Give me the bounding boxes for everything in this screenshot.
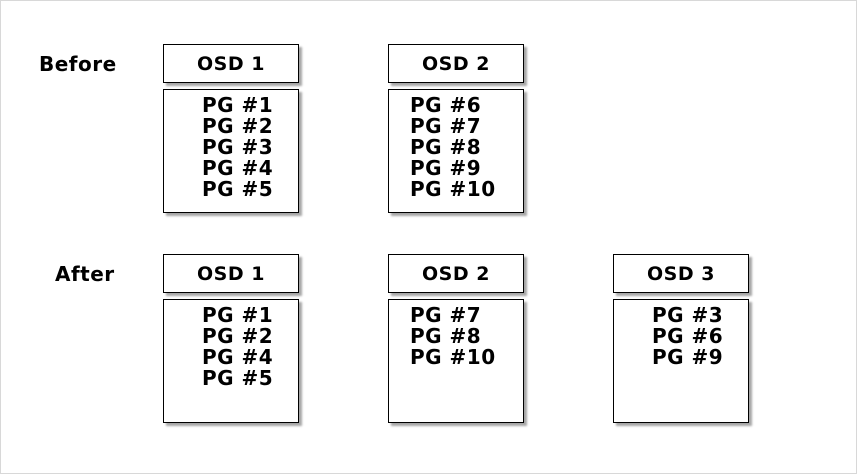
before-osd-2-pg-list: PG #6 PG #7 PG #8 PG #9 PG #10 (388, 89, 524, 213)
pg-item: PG #4 (202, 345, 274, 369)
before-osd-1-pg-list: PG #1 PG #2 PG #3 PG #4 PG #5 (163, 89, 299, 213)
pg-item: PG #9 (652, 345, 724, 369)
before-osd-2-header: OSD 2 (388, 44, 524, 83)
pg-item: PG #2 (202, 114, 274, 138)
after-osd-3-header: OSD 3 (613, 254, 749, 293)
before-label: Before (39, 52, 117, 76)
pg-item: PG #4 (202, 156, 274, 180)
pg-item: PG #7 (410, 303, 482, 327)
pg-item: PG #8 (410, 135, 482, 159)
pg-item: PG #7 (410, 114, 482, 138)
pg-item: PG #10 (410, 177, 496, 201)
pg-item: PG #6 (652, 324, 724, 348)
pg-item: PG #1 (202, 303, 274, 327)
after-osd-2-header: OSD 2 (388, 254, 524, 293)
pg-item: PG #3 (652, 303, 724, 327)
pg-item: PG #8 (410, 324, 482, 348)
after-label: After (55, 262, 115, 286)
pg-item: PG #5 (202, 366, 274, 390)
pg-item: PG #1 (202, 93, 274, 117)
after-osd-1-pg-list: PG #1 PG #2 PG #4 PG #5 (163, 299, 299, 423)
pg-item: PG #6 (410, 93, 482, 117)
pg-item: PG #9 (410, 156, 482, 180)
before-osd-1-header: OSD 1 (163, 44, 299, 83)
pg-item: PG #3 (202, 135, 274, 159)
pg-item: PG #5 (202, 177, 274, 201)
pg-item: PG #10 (410, 345, 496, 369)
pg-item: PG #2 (202, 324, 274, 348)
after-osd-1-header: OSD 1 (163, 254, 299, 293)
after-osd-3-pg-list: PG #3 PG #6 PG #9 (613, 299, 749, 423)
after-osd-2-pg-list: PG #7 PG #8 PG #10 (388, 299, 524, 423)
